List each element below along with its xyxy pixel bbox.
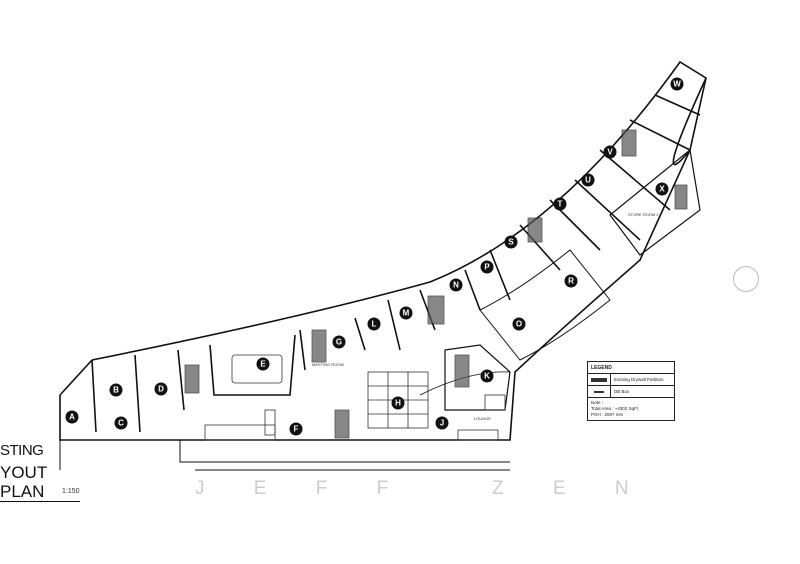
room-marker-circle bbox=[449, 278, 463, 292]
room-marker-label: V bbox=[607, 148, 613, 157]
room-marker-label: W bbox=[673, 80, 681, 89]
room-marker-label: C bbox=[118, 419, 124, 428]
note-heading: Note : bbox=[591, 400, 604, 405]
room-marker-g: G bbox=[332, 335, 346, 349]
inner-boundary bbox=[59, 77, 707, 441]
room-marker-label: N bbox=[453, 281, 459, 290]
room-marker-k: K bbox=[480, 369, 494, 383]
room-marker-label: U bbox=[585, 176, 591, 185]
nav-button[interactable] bbox=[733, 266, 759, 292]
room-marker-j: J bbox=[435, 416, 449, 430]
room-marker-s: S bbox=[504, 235, 518, 249]
room-marker-f: F bbox=[289, 422, 303, 436]
room-marker-circle bbox=[114, 416, 128, 430]
room-marker-label: F bbox=[294, 425, 299, 434]
room-marker-p: P bbox=[480, 260, 494, 274]
room-marker-circle bbox=[553, 197, 567, 211]
room-marker-circle bbox=[670, 77, 684, 91]
store-room-label: STORE ROOM 2 bbox=[628, 212, 659, 217]
room-marker-m: M bbox=[399, 306, 413, 320]
note-line: PGH : 2597 mm bbox=[591, 412, 624, 417]
room-marker-label: K bbox=[484, 372, 490, 381]
room-marker-label: J bbox=[440, 419, 444, 428]
room-marker-label: S bbox=[508, 238, 514, 247]
room-marker-circle bbox=[435, 416, 449, 430]
partition-swatch-icon bbox=[588, 374, 611, 385]
room-marker-circle bbox=[391, 396, 405, 410]
plan-title-line1: STING bbox=[0, 442, 44, 459]
room-marker-circle bbox=[504, 235, 518, 249]
room-marker-a: A bbox=[65, 410, 79, 424]
db-box-swatch-icon bbox=[588, 386, 611, 397]
legend-item: DB Box bbox=[614, 389, 630, 394]
legend-heading: LEGEND bbox=[591, 364, 612, 371]
room-marker-circle bbox=[109, 383, 123, 397]
room-marker-label: O bbox=[516, 320, 522, 329]
room-marker-o: O bbox=[512, 317, 526, 331]
legend-box: LEGEND Existing Drywall Partition DB Box… bbox=[587, 361, 675, 421]
note-line: Total Area : ~4302 SqFt bbox=[591, 406, 639, 411]
room-marker-label: R bbox=[568, 277, 574, 286]
room-marker-c: C bbox=[114, 416, 128, 430]
room-marker-circle bbox=[480, 260, 494, 274]
room-marker-d: D bbox=[154, 382, 168, 396]
legend-item: Existing Drywall Partition bbox=[614, 377, 664, 382]
room-marker-label: P bbox=[484, 263, 490, 272]
room-marker-e: E bbox=[256, 357, 270, 371]
room-marker-v: V bbox=[603, 145, 617, 159]
room-marker-circle bbox=[367, 317, 381, 331]
room-marker-label: G bbox=[336, 338, 342, 347]
room-marker-label: E bbox=[260, 360, 266, 369]
room-marker-label: M bbox=[403, 309, 410, 318]
room-marker-b: B bbox=[109, 383, 123, 397]
room-marker-circle bbox=[603, 145, 617, 159]
meeting-room-label: MEETING ROOM bbox=[312, 362, 344, 367]
room-marker-circle bbox=[655, 182, 669, 196]
room-marker-label: L bbox=[372, 320, 377, 329]
room-marker-circle bbox=[512, 317, 526, 331]
legend-note: Note : Total Area : ~4302 SqFt PGH : 259… bbox=[588, 398, 674, 420]
room-marker-r: R bbox=[564, 274, 578, 288]
room-marker-circle bbox=[289, 422, 303, 436]
room-marker-h: H bbox=[391, 396, 405, 410]
room-marker-x: X bbox=[655, 182, 669, 196]
room-marker-w: W bbox=[670, 77, 684, 91]
room-marker-label: T bbox=[558, 200, 563, 209]
outer-facade bbox=[91, 60, 708, 361]
room-marker-u: U bbox=[581, 173, 595, 187]
plan-scale: 1:150 bbox=[62, 488, 80, 495]
room-marker-circle bbox=[564, 274, 578, 288]
lounge-label: LOUNGE bbox=[474, 416, 491, 421]
room-marker-circle bbox=[399, 306, 413, 320]
room-marker-label: A bbox=[69, 413, 75, 422]
room-marker-circle bbox=[256, 357, 270, 371]
room-marker-circle bbox=[65, 410, 79, 424]
room-marker-circle bbox=[332, 335, 346, 349]
room-marker-n: N bbox=[449, 278, 463, 292]
room-marker-circle bbox=[154, 382, 168, 396]
room-marker-label: X bbox=[659, 185, 665, 194]
plan-title-line2: YOUT PLAN bbox=[0, 463, 80, 502]
room-marker-t: T bbox=[553, 197, 567, 211]
room-marker-circle bbox=[581, 173, 595, 187]
room-marker-label: D bbox=[158, 385, 164, 394]
watermark: J E F F Z E N bbox=[195, 478, 651, 499]
room-marker-label: H bbox=[395, 399, 401, 408]
room-marker-circle bbox=[480, 369, 494, 383]
room-marker-label: B bbox=[113, 386, 119, 395]
room-marker-l: L bbox=[367, 317, 381, 331]
